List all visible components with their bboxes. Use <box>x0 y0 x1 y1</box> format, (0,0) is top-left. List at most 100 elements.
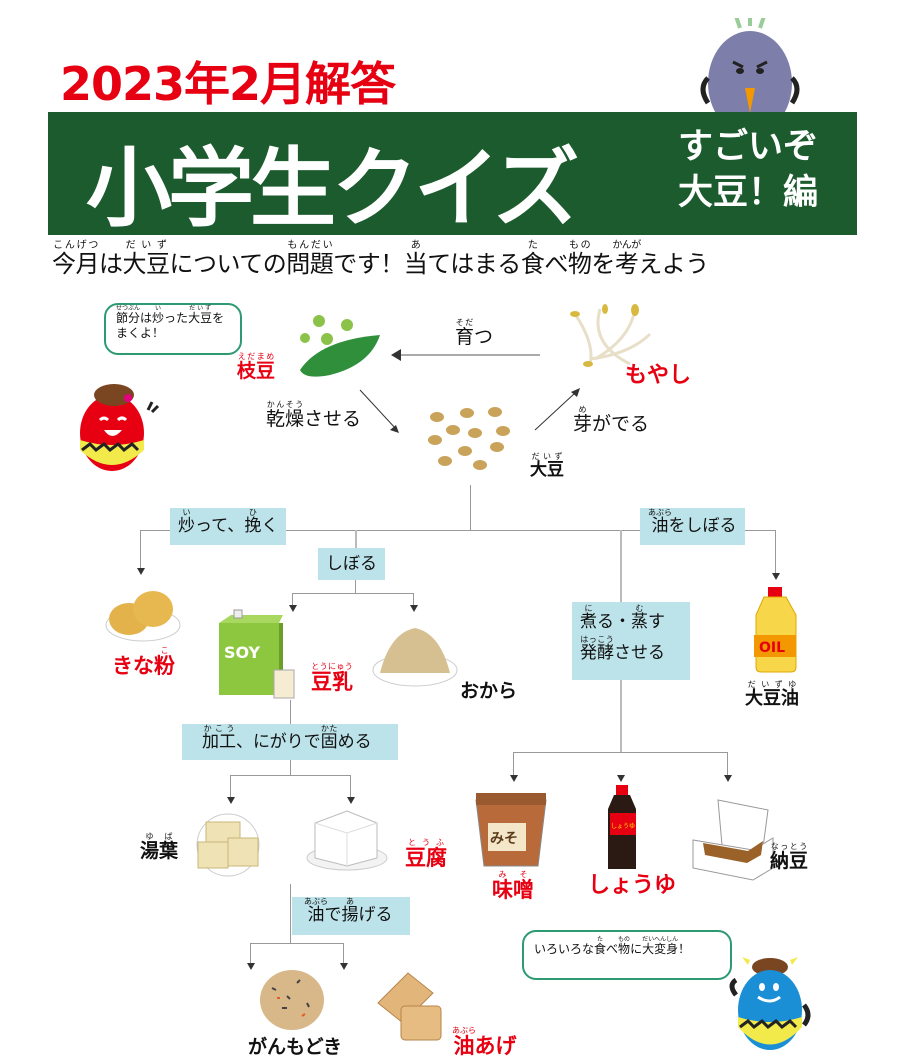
ruby-text: 問題もんだい <box>286 240 334 278</box>
moyashi-image <box>560 304 665 373</box>
arrow-down-icon <box>347 797 355 804</box>
label-edamame: 枝豆えだまめ <box>237 352 275 382</box>
soymilk-image: SOY <box>214 608 304 707</box>
soybeans-image <box>425 403 520 477</box>
step-squeeze-oil: 油あぶらをしぼる <box>640 508 745 545</box>
ruby-text: 今月こんげつ <box>52 240 100 278</box>
ruby-text: 大豆だいず <box>530 452 564 480</box>
arrow-diagonal-down-icon <box>359 389 399 433</box>
furigana: た <box>594 936 607 943</box>
ruby-text: 油あぶら <box>452 1026 476 1058</box>
title-banner: 小学生クイズ すごいぞ 大豆！編 <box>48 112 857 239</box>
label-ganmodoki: がんもどき <box>248 1037 342 1058</box>
banner-subtitle-line2: 大豆！編 <box>678 173 819 213</box>
ruby-text: 湯葉ゆば <box>140 832 179 862</box>
text-segment: 、にがりで <box>236 732 321 752</box>
ruby-text: 加工かこう <box>202 724 236 752</box>
step-boil-ferment: 煮にる・蒸むす 発酵はっこうさせる <box>572 602 690 680</box>
furigana: あ <box>341 897 359 906</box>
ruby-text: 大豆だいず <box>188 305 213 325</box>
speech-bubble-top: 節分せつぶんは炒いった大豆だいずを まくよ！ <box>104 303 242 355</box>
ruby-text: 油あぶら <box>304 897 328 925</box>
text-segment: をしぼる <box>668 516 737 536</box>
text-segment: べ <box>606 942 619 956</box>
oil-bottle-text: OIL <box>759 640 785 656</box>
text-segment: ！ <box>678 942 691 956</box>
furigana: そだ <box>455 318 475 327</box>
text-segment: す <box>648 612 665 632</box>
step-fry: 油あぶらで揚あげる <box>292 897 410 935</box>
arrow-down-icon <box>510 775 518 782</box>
arrow-down-icon <box>772 573 780 580</box>
furigana: かこう <box>202 724 236 733</box>
natto-image <box>688 795 778 891</box>
furigana: もの <box>618 936 631 943</box>
arrow-down-icon <box>340 963 348 970</box>
text-segment: を <box>591 250 615 278</box>
furigana: む <box>631 604 648 613</box>
furigana: い <box>178 508 195 517</box>
furigana: えだまめ <box>237 352 276 361</box>
furigana: かんが <box>612 240 641 251</box>
furigana: せつぶん <box>116 305 141 312</box>
ruby-text: 発酵はっこう <box>580 635 614 664</box>
text-segment: げる <box>358 905 393 925</box>
furigana: みそ <box>492 870 534 879</box>
step-roast-grind: 炒いって、挽ひく <box>170 508 287 545</box>
furigana: かんそう <box>266 400 305 409</box>
ruby-text: 炒い <box>178 508 195 536</box>
text-segment: は <box>140 311 153 325</box>
ruby-text: 豆乳とうにゅう <box>311 662 353 694</box>
text-segment: べ <box>544 250 568 278</box>
furigana: もんだい <box>286 240 334 251</box>
text-segment: おから <box>460 680 518 702</box>
furigana: た <box>520 240 545 251</box>
furigana: ゆば <box>140 832 179 841</box>
banner-subtitle-line1: すごいぞ <box>678 127 819 167</box>
furigana: あぶら <box>648 508 672 517</box>
ruby-text: 大変身だいへんしん <box>642 936 679 956</box>
text-segment: です！ <box>333 250 404 278</box>
okara-image <box>370 625 460 694</box>
miso-image: みそ <box>470 788 552 874</box>
furigana: とうふ <box>405 838 447 847</box>
step-grow: 育そだつ <box>455 318 493 349</box>
text-segment: る・ <box>597 612 631 632</box>
label-natto: 納豆なっとう <box>770 842 808 872</box>
furigana: い <box>152 305 165 312</box>
arrow-down-icon <box>247 963 255 970</box>
text-segment: がんもどき <box>248 1036 343 1058</box>
label-miso: 味噌みそ <box>492 870 534 902</box>
ruby-text: 煮に <box>580 604 597 632</box>
ruby-text: 大豆油だいずゆ <box>745 680 799 709</box>
furigana: なっとう <box>770 842 809 851</box>
label-aburaage: 油あぶらあげ <box>452 1026 517 1058</box>
text-segment: てはまる <box>427 250 521 278</box>
ruby-text: 炒い <box>152 305 165 325</box>
step-process: 加工かこう、にがりで固かためる <box>182 724 398 760</box>
ruby-text: 物もの <box>567 240 592 278</box>
text-segment: がでる <box>592 413 650 435</box>
furigana: こ <box>154 646 175 655</box>
step-dry: 乾燥かんそうさせる <box>266 400 361 431</box>
label-shoyu: しょうゆ <box>588 873 676 898</box>
arrow-down-icon <box>289 605 297 612</box>
furigana: かた <box>320 724 338 733</box>
ruby-text: 考かんが <box>612 240 641 278</box>
ruby-text: 揚あ <box>341 897 359 925</box>
ruby-text: 蒸む <box>631 604 648 632</box>
shoyu-bottle-image: しょうゆ <box>603 785 641 877</box>
ruby-text: 乾燥かんそう <box>266 400 305 430</box>
arrow-down-icon <box>724 775 732 782</box>
ruby-text: 固かた <box>320 724 338 752</box>
furigana: に <box>580 604 597 613</box>
text-segment: って、 <box>195 516 245 536</box>
shoyu-bottle-text: しょうゆ <box>611 823 635 830</box>
ruby-text: 芽め <box>573 405 593 435</box>
text-segment: で <box>324 905 342 925</box>
furigana: だいへんしん <box>642 936 679 943</box>
mascot-blue <box>728 955 813 1059</box>
text-segment: を まくよ！ <box>116 311 225 340</box>
ruby-text: 食た <box>594 936 607 956</box>
main-title: 小学生クイズ <box>86 139 579 239</box>
